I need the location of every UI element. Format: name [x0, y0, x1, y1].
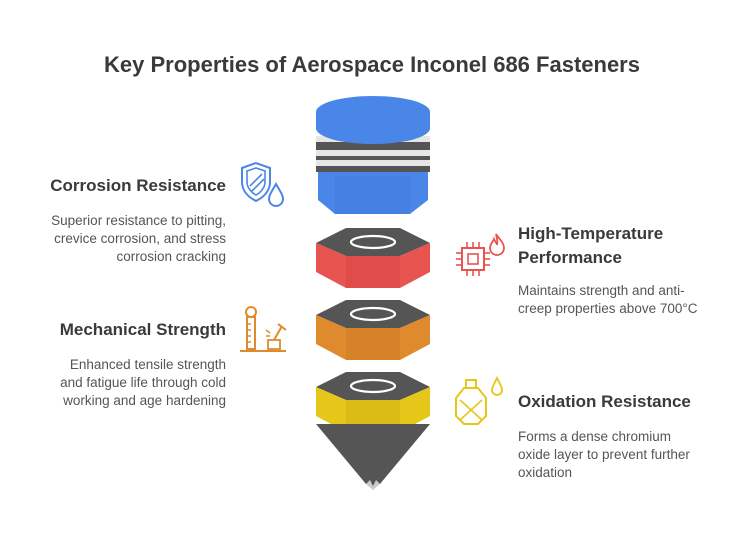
- mechanical-heading: Mechanical Strength: [59, 320, 226, 339]
- flask-droplet-icon: [455, 376, 503, 425]
- temperature-description: Maintains strength and anti- creep prope…: [518, 283, 698, 316]
- segment-oxidation: [316, 372, 430, 492]
- segment-temperature: [316, 228, 430, 288]
- mechanical-description: Enhanced tensile strength and fatigue li…: [60, 357, 226, 408]
- oxidation-heading: Oxidation Resistance: [518, 392, 691, 411]
- corrosion-heading: Corrosion Resistance: [50, 176, 226, 195]
- strength-tester-icon: [240, 306, 287, 352]
- shield-droplet-icon: [241, 161, 285, 207]
- temperature-heading: High-Temperature Performance: [518, 224, 664, 267]
- segment-corrosion: [316, 96, 430, 214]
- corrosion-description: Superior resistance to pitting, crevice …: [51, 213, 226, 264]
- segment-mechanical: [316, 300, 430, 360]
- page-title: Key Properties of Aerospace Inconel 686 …: [104, 52, 640, 77]
- oxidation-description: Forms a dense chromium oxide layer to pr…: [518, 429, 690, 480]
- chip-flame-icon: [456, 233, 505, 276]
